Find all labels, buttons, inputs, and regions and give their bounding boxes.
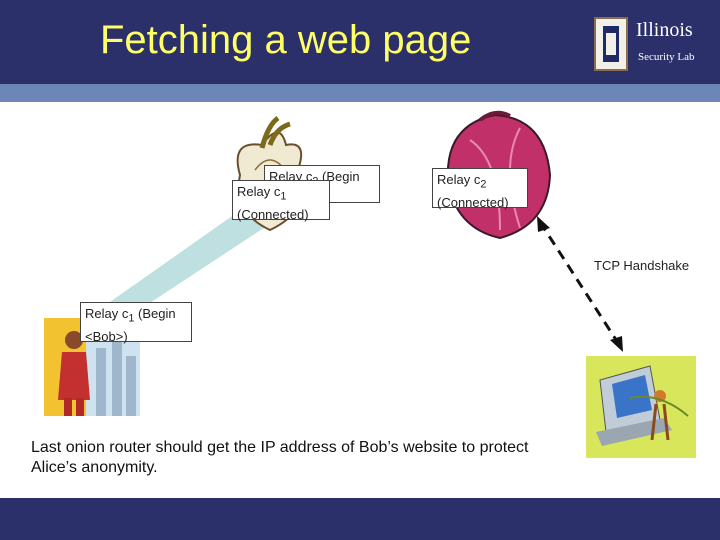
illinois-i-mark-icon bbox=[594, 17, 628, 71]
tcp-handshake-label: TCP Handshake bbox=[594, 258, 690, 273]
arrow-head-icon bbox=[610, 336, 623, 352]
relay-label: Relay c bbox=[237, 184, 281, 199]
tcp-handshake-arrow bbox=[538, 221, 622, 347]
logo-subtitle: Security Lab bbox=[638, 51, 695, 63]
footer-bar bbox=[0, 498, 720, 540]
relay-label: Relay c bbox=[85, 306, 129, 321]
logo-name: Illinois bbox=[636, 19, 693, 41]
slide-title: Fetching a web page bbox=[100, 18, 472, 62]
relay-c2-connected-box: Relay c2 (Connected) bbox=[432, 168, 528, 210]
relay-command: (Begin bbox=[318, 169, 360, 184]
slide-note: Last onion router should get the IP addr… bbox=[31, 439, 529, 476]
relay-subscript: 1 bbox=[128, 312, 135, 325]
relay-status: (Connected) bbox=[237, 206, 309, 222]
relay-c1-connected-box: Relay c1 (Connected) bbox=[232, 180, 330, 222]
relay-target: <Bob>) bbox=[85, 328, 128, 344]
bob-computer-icon bbox=[586, 356, 696, 458]
relay-status: (Connected) bbox=[437, 194, 509, 210]
illinois-logo: Illinois Security Lab bbox=[594, 17, 712, 71]
header-stripe bbox=[0, 84, 720, 102]
relay-subscript: 2 bbox=[480, 178, 487, 191]
relay-command: (Begin bbox=[134, 306, 176, 321]
tunnel-band bbox=[90, 202, 282, 316]
relay-label: Relay c bbox=[437, 172, 481, 187]
relay-c1-begin-box: Relay c1 (Begin <Bob>) bbox=[80, 302, 192, 344]
relay-subscript: 1 bbox=[280, 190, 287, 203]
arrow-tail-icon bbox=[537, 216, 550, 232]
